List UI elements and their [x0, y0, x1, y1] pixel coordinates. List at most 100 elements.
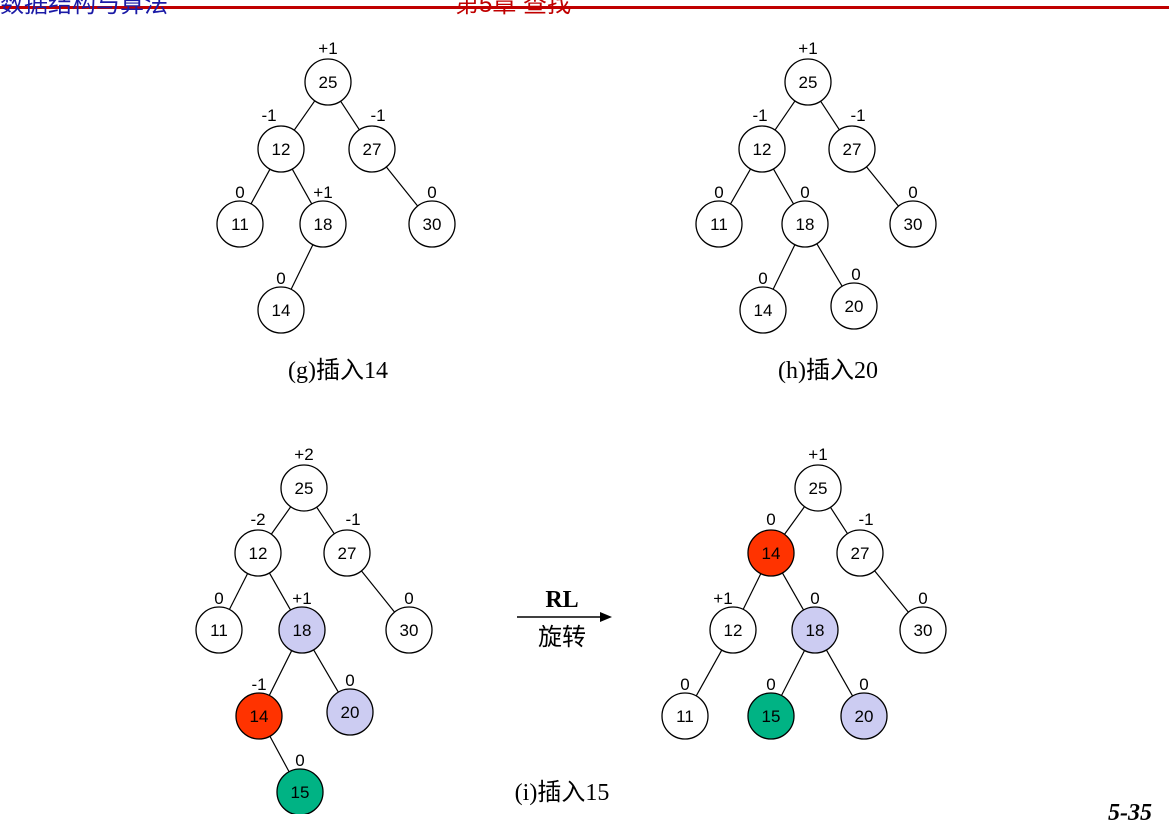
node-key: 14	[754, 301, 773, 320]
node-key: 12	[272, 140, 291, 159]
node-key: 11	[231, 215, 249, 234]
node-circle	[781, 200, 829, 248]
rotation-label: RL	[545, 587, 578, 613]
balance-factor: -2	[250, 510, 265, 529]
node-circle	[747, 692, 795, 740]
edge-18-20	[313, 649, 339, 693]
node-27: 27	[348, 125, 396, 173]
node-circle	[899, 606, 947, 654]
node-circle	[791, 606, 839, 654]
balance-factor: 0	[295, 751, 304, 770]
balance-factor: 0	[918, 589, 927, 608]
balance-factor: 0	[859, 675, 868, 694]
node-circle	[661, 692, 709, 740]
node-circle	[830, 282, 878, 330]
node-25: 25	[280, 464, 328, 512]
edge-12-18	[268, 572, 292, 611]
edge-18-20	[825, 649, 854, 697]
balance-factor: +1	[318, 39, 337, 58]
node-circle	[709, 606, 757, 654]
node-key: 11	[210, 621, 228, 640]
node-circle	[739, 286, 787, 334]
node-18: 18	[791, 606, 839, 654]
node-circle	[840, 692, 888, 740]
node-key: 30	[400, 621, 419, 640]
node-18: 18	[278, 606, 326, 654]
course-title: 数据结构与算法	[0, 0, 168, 18]
node-circle	[278, 606, 326, 654]
node-circle	[216, 200, 264, 248]
node-20: 20	[326, 688, 374, 736]
node-key: 27	[843, 140, 862, 159]
balance-factor: 0	[680, 675, 689, 694]
node-key: 11	[676, 707, 694, 726]
node-18: 18	[781, 200, 829, 248]
balance-factor: -1	[752, 106, 767, 125]
node-25: 25	[794, 464, 842, 512]
node-key: 27	[338, 544, 357, 563]
node-key: 25	[799, 73, 818, 92]
node-key: 12	[249, 544, 268, 563]
node-12: 12	[257, 125, 305, 173]
edge-27-30	[874, 570, 909, 613]
balance-factor: -1	[370, 106, 385, 125]
node-key: 12	[753, 140, 772, 159]
edge-25-12	[774, 100, 796, 131]
node-circle	[889, 200, 937, 248]
node-circle	[348, 125, 396, 173]
balance-factor: -1	[345, 510, 360, 529]
balance-factor: 0	[766, 510, 775, 529]
node-circle	[836, 529, 884, 577]
edge-25-27	[340, 100, 360, 131]
balance-factor: 0	[766, 675, 775, 694]
balance-factor: +1	[313, 183, 332, 202]
node-circle	[234, 529, 282, 577]
node-30: 30	[408, 200, 456, 248]
balance-factor: 0	[404, 589, 413, 608]
node-14: 14	[739, 286, 787, 334]
balance-factor: -1	[261, 106, 276, 125]
edge-18-15	[780, 650, 806, 696]
node-circle	[695, 200, 743, 248]
node-11: 11	[695, 200, 743, 248]
balance-factor: -1	[850, 106, 865, 125]
node-circle	[323, 529, 371, 577]
node-25: 25	[784, 58, 832, 106]
balance-factor: -1	[858, 510, 873, 529]
node-key: 14	[272, 301, 291, 320]
edge-14-18	[781, 572, 805, 611]
node-12: 12	[709, 606, 757, 654]
balance-factor: 0	[214, 589, 223, 608]
balance-factor: 0	[908, 183, 917, 202]
node-27: 27	[836, 529, 884, 577]
balance-factor: +1	[798, 39, 817, 58]
node-circle	[257, 286, 305, 334]
node-14: 14	[747, 529, 795, 577]
edge-14-12	[742, 573, 762, 610]
edge-25-12	[293, 100, 316, 131]
node-key: 20	[341, 703, 360, 722]
edge-18-14	[290, 244, 314, 290]
edge-14-15	[269, 735, 290, 773]
node-key: 30	[423, 215, 442, 234]
balance-factor: +2	[294, 445, 313, 464]
balance-factor: +1	[808, 445, 827, 464]
edge-27-30	[866, 166, 899, 207]
node-key: 14	[762, 544, 781, 563]
balance-factor: 0	[345, 671, 354, 690]
edge-18-14	[268, 650, 293, 696]
edge-12-11	[729, 168, 752, 205]
edge-25-27	[820, 100, 840, 131]
node-27: 27	[828, 125, 876, 173]
node-key: 18	[293, 621, 312, 640]
chapter-title: 第5章 查找	[455, 0, 572, 18]
node-circle	[195, 606, 243, 654]
node-key: 14	[250, 707, 269, 726]
balance-factor: +1	[713, 589, 732, 608]
balance-factor: 0	[427, 183, 436, 202]
caption-i: (i)插入15	[515, 779, 610, 806]
node-circle	[299, 200, 347, 248]
node-circle	[276, 768, 324, 814]
